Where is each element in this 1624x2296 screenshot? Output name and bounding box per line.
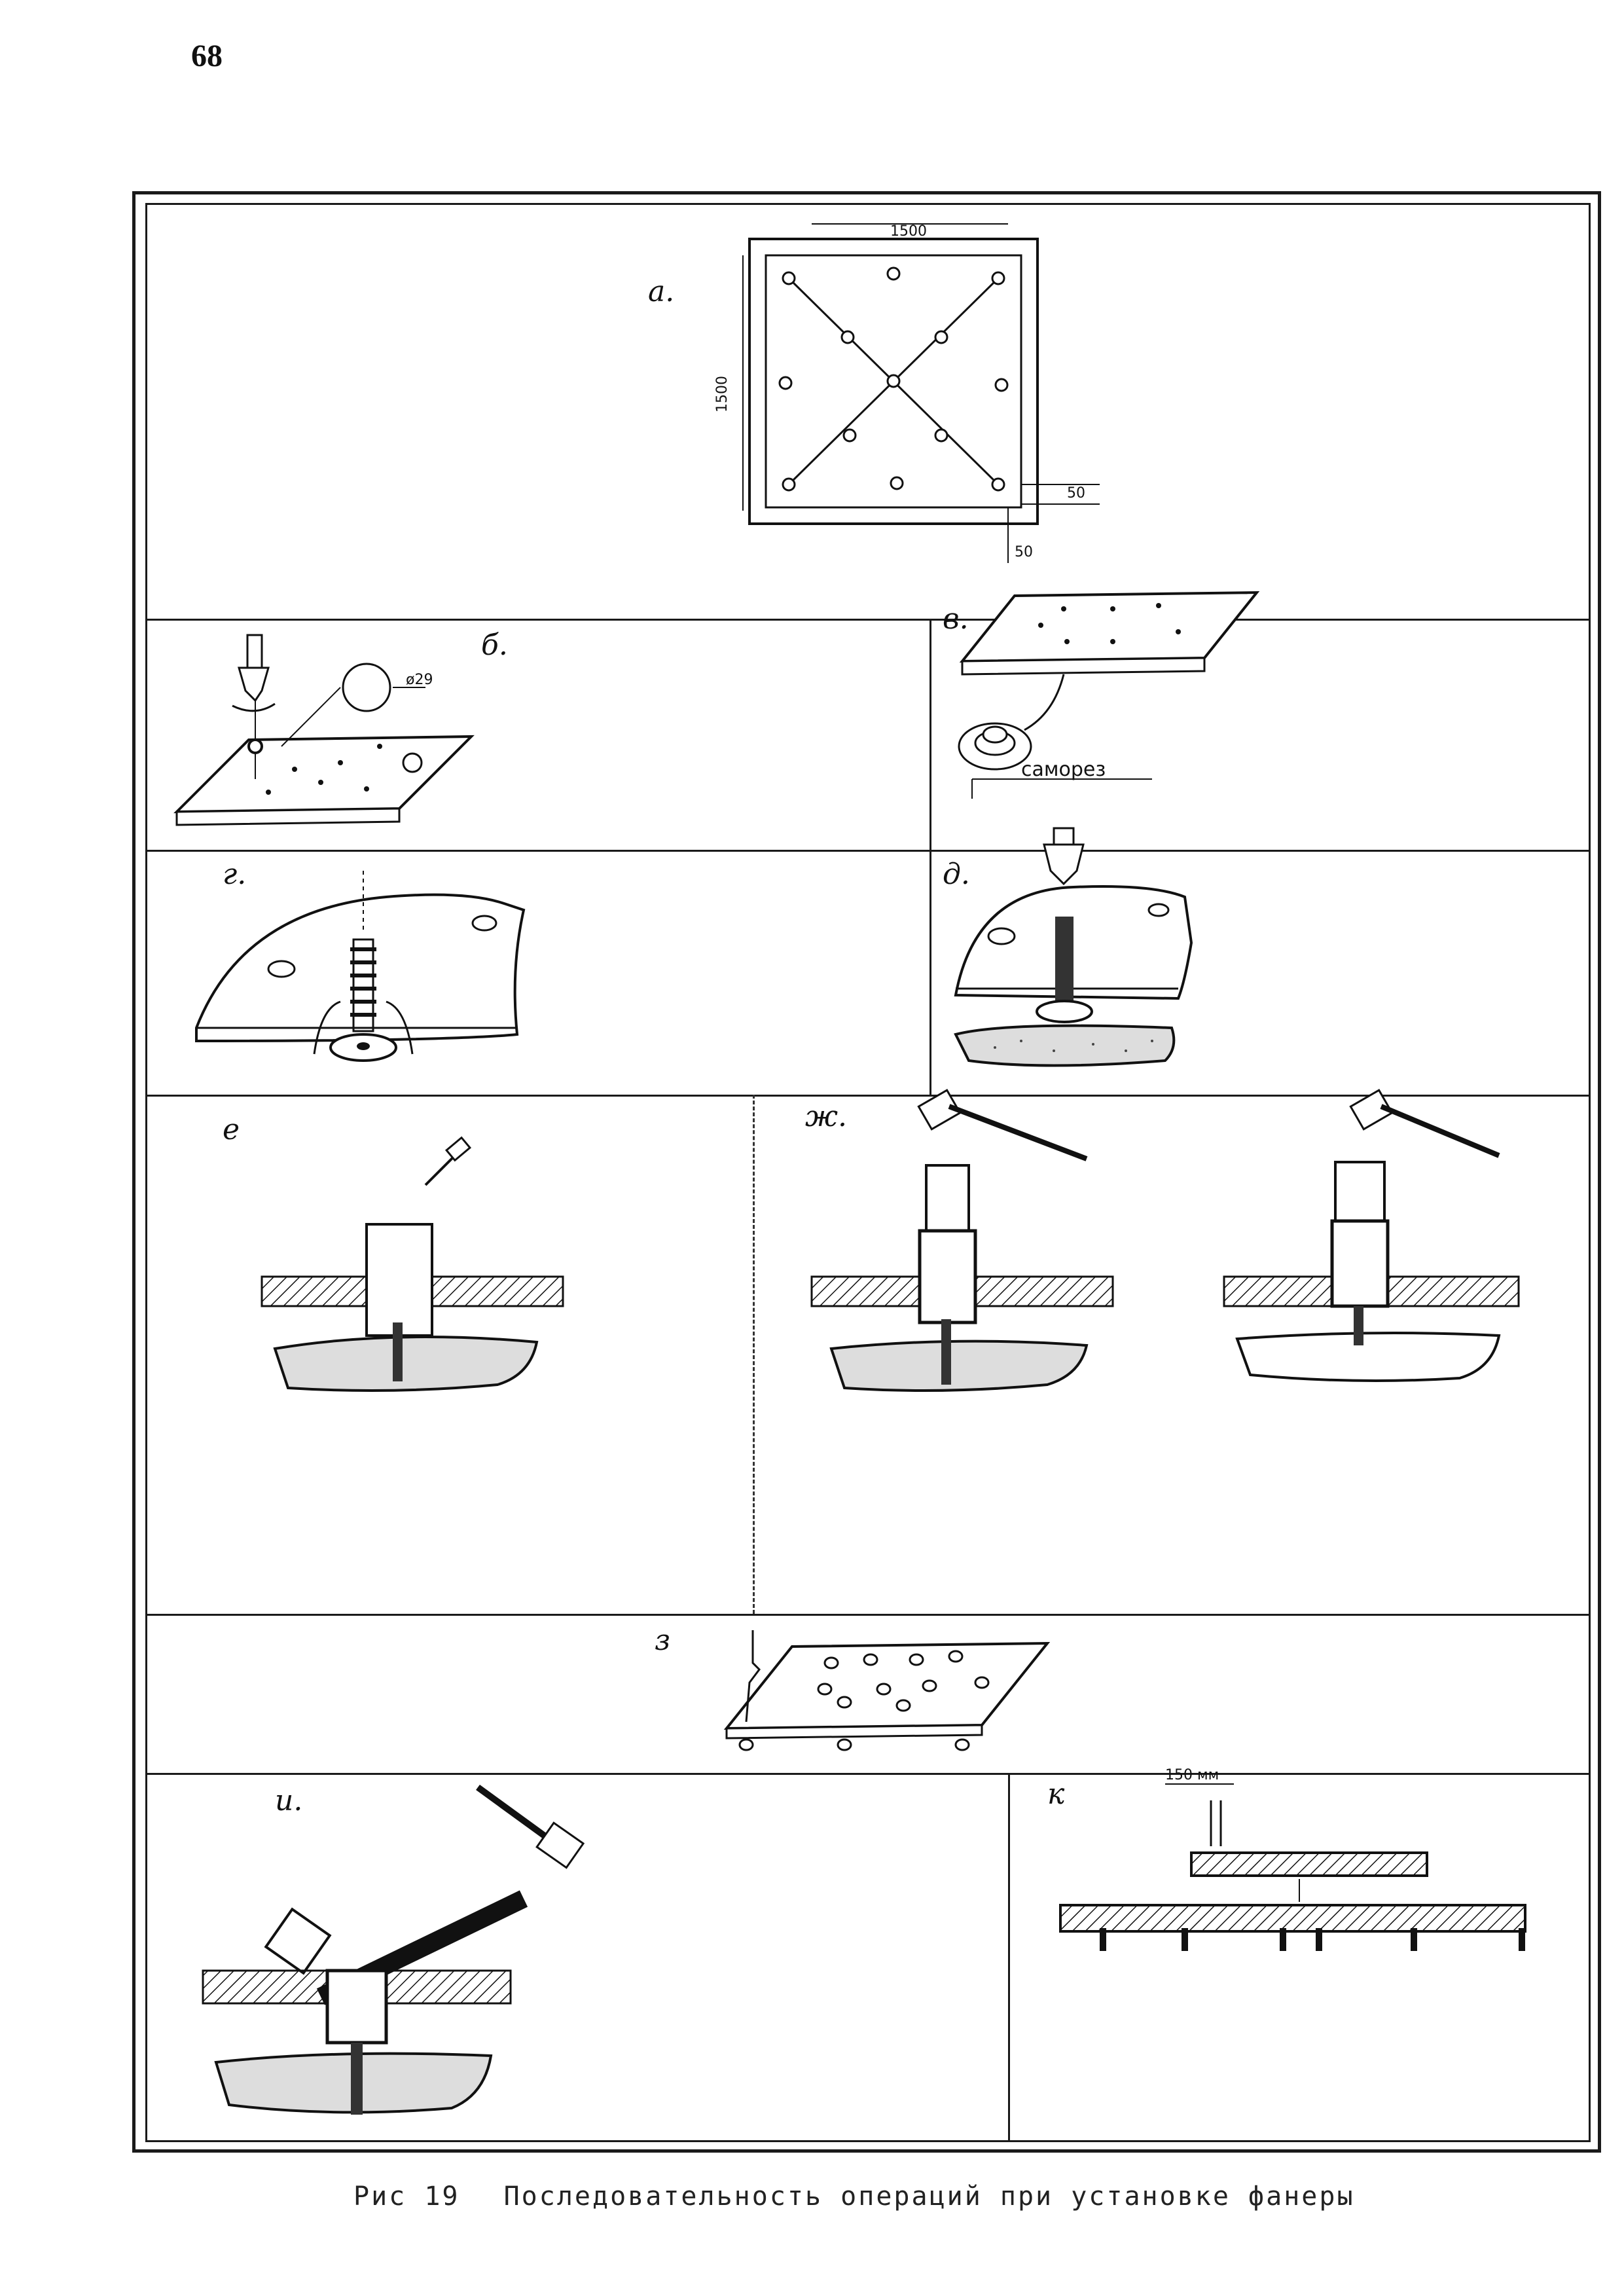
panel-z-drawing bbox=[723, 1630, 1051, 1751]
col-divider bbox=[753, 1095, 755, 1614]
panel-v-drawing: саморез bbox=[958, 591, 1260, 799]
panel-e-drawing bbox=[261, 1136, 564, 1392]
panel-zh-label: ж. bbox=[805, 1100, 848, 1133]
figure-frame bbox=[132, 191, 1601, 2153]
col-divider bbox=[929, 619, 931, 1095]
panel-zh-drawing-2 bbox=[1223, 1089, 1520, 1382]
dim-right: 50 bbox=[1067, 485, 1085, 501]
panel-v-label: в. bbox=[943, 602, 969, 636]
panel-k-label: к bbox=[1047, 1777, 1065, 1811]
panel-i-label: и. bbox=[275, 1784, 303, 1817]
page-number: 68 bbox=[191, 39, 223, 73]
panel-a-drawing: 1500 1500 50 50 bbox=[714, 223, 1100, 563]
figure-inner-frame bbox=[145, 203, 1591, 2142]
panel-z-label: з bbox=[655, 1624, 670, 1657]
panel-g-drawing bbox=[195, 871, 526, 1062]
dim-top: 1500 bbox=[890, 223, 927, 240]
dim-k: 150 мм bbox=[1165, 1767, 1219, 1783]
panel-d-drawing bbox=[954, 827, 1193, 1067]
panel-b-label: б. bbox=[481, 629, 508, 662]
figure-caption: Рис 19 Последовательность операций при у… bbox=[353, 2181, 1532, 2212]
panel-e-label: е bbox=[223, 1113, 240, 1146]
panel-i-drawing bbox=[202, 1784, 585, 2115]
row-divider bbox=[145, 619, 1591, 621]
row-divider bbox=[145, 850, 1591, 852]
panel-a-label: a. bbox=[648, 275, 675, 308]
row-divider bbox=[145, 1095, 1591, 1097]
row-divider bbox=[145, 1773, 1591, 1775]
panel-g-label: г. bbox=[223, 858, 247, 891]
callout-samorez: саморез bbox=[1021, 758, 1106, 781]
panel-k-drawing: 150 мм bbox=[1059, 1767, 1526, 1951]
row-divider bbox=[145, 1614, 1591, 1616]
caption-text: Последовательность операций при установк… bbox=[503, 2181, 1355, 2212]
dim-bottom: 50 bbox=[1015, 544, 1033, 560]
panel-d-label: д. bbox=[943, 858, 970, 891]
col-divider bbox=[1008, 1773, 1010, 2142]
caption-fig-number: Рис 19 bbox=[353, 2181, 460, 2212]
dim-b: ø29 bbox=[406, 672, 433, 688]
panel-zh-drawing-1 bbox=[810, 1089, 1114, 1392]
dim-left: 1500 bbox=[714, 376, 731, 412]
panel-b-drawing: ø29 bbox=[173, 634, 475, 826]
